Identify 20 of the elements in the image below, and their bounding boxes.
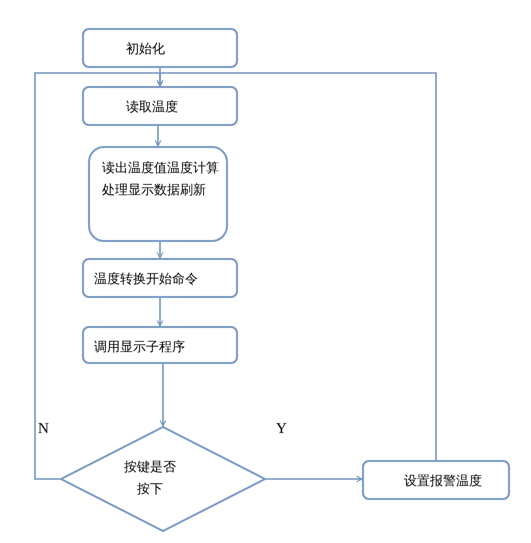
arrow [156,298,164,327]
arrow [156,72,437,460]
process-box [82,326,238,364]
node-text: 设置报警温度 [404,473,483,491]
process-box [82,258,238,298]
arrow [156,242,164,259]
process-box [82,86,238,126]
node-text: 读出温度值温度计算处理显示数据刷新 [102,160,220,200]
node-text: 按键是否按下 [123,459,177,499]
node-text: 读取温度 [126,99,179,117]
node-text: 初始化 [126,41,166,59]
arrow [154,126,162,147]
node-text: 温度转换开始命令 [94,271,199,289]
process-box [88,146,228,242]
arrow [266,476,363,482]
arrow [160,364,166,427]
node-text: 调用显示子程序 [94,339,186,357]
process-box [82,28,238,68]
decision-diamond [60,426,266,532]
process-box [362,460,510,500]
